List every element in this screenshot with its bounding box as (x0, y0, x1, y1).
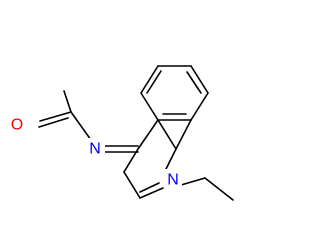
bond-c2-n1 (139, 187, 164, 199)
oxygen-label-bg (4, 114, 28, 136)
bond-n1-ethyl-ch2 (180, 177, 206, 186)
bond-carbonyl-oxygen-2 (38, 117, 69, 128)
bond-c8-c8a (190, 92, 209, 121)
bond-c7-c8 (190, 65, 209, 94)
bond-ethyl-ch2-ch3 (204, 177, 234, 201)
bond-c4-c3 (123, 148, 139, 173)
bond-c4a-c5 (140, 92, 159, 121)
bond-n1-c8a (164, 148, 177, 172)
bond-benz-inner-2 (186, 71, 202, 94)
bond-c4a-c4 (137, 119, 159, 150)
ring-nitrogen-label-bg (164, 169, 182, 191)
bond-c2-n1-inner (139, 182, 160, 193)
imine-nitrogen-label-bg (85, 138, 105, 160)
bond-layer (38, 65, 234, 201)
bond-benz-inner-1 (146, 70, 162, 94)
atom-label-layer: O N N (4, 114, 182, 191)
bond-c8a-n1-link (175, 119, 192, 150)
bond-c3-c2 (123, 171, 141, 199)
bond-c8a-c4a (157, 119, 177, 150)
atom-ring-nitrogen-label: N (167, 172, 179, 189)
bond-carbonyl-oxygen-1 (39, 111, 72, 122)
bond-methyl-carbonyl (63, 90, 72, 113)
molecule-structure-diagram: O N N (4, 65, 234, 201)
bond-c5-c6 (140, 65, 159, 94)
atom-oxygen-label: O (11, 117, 23, 134)
atom-imine-nitrogen-label: N (89, 141, 101, 158)
bond-carbonyl-nitrogen (70, 111, 92, 141)
